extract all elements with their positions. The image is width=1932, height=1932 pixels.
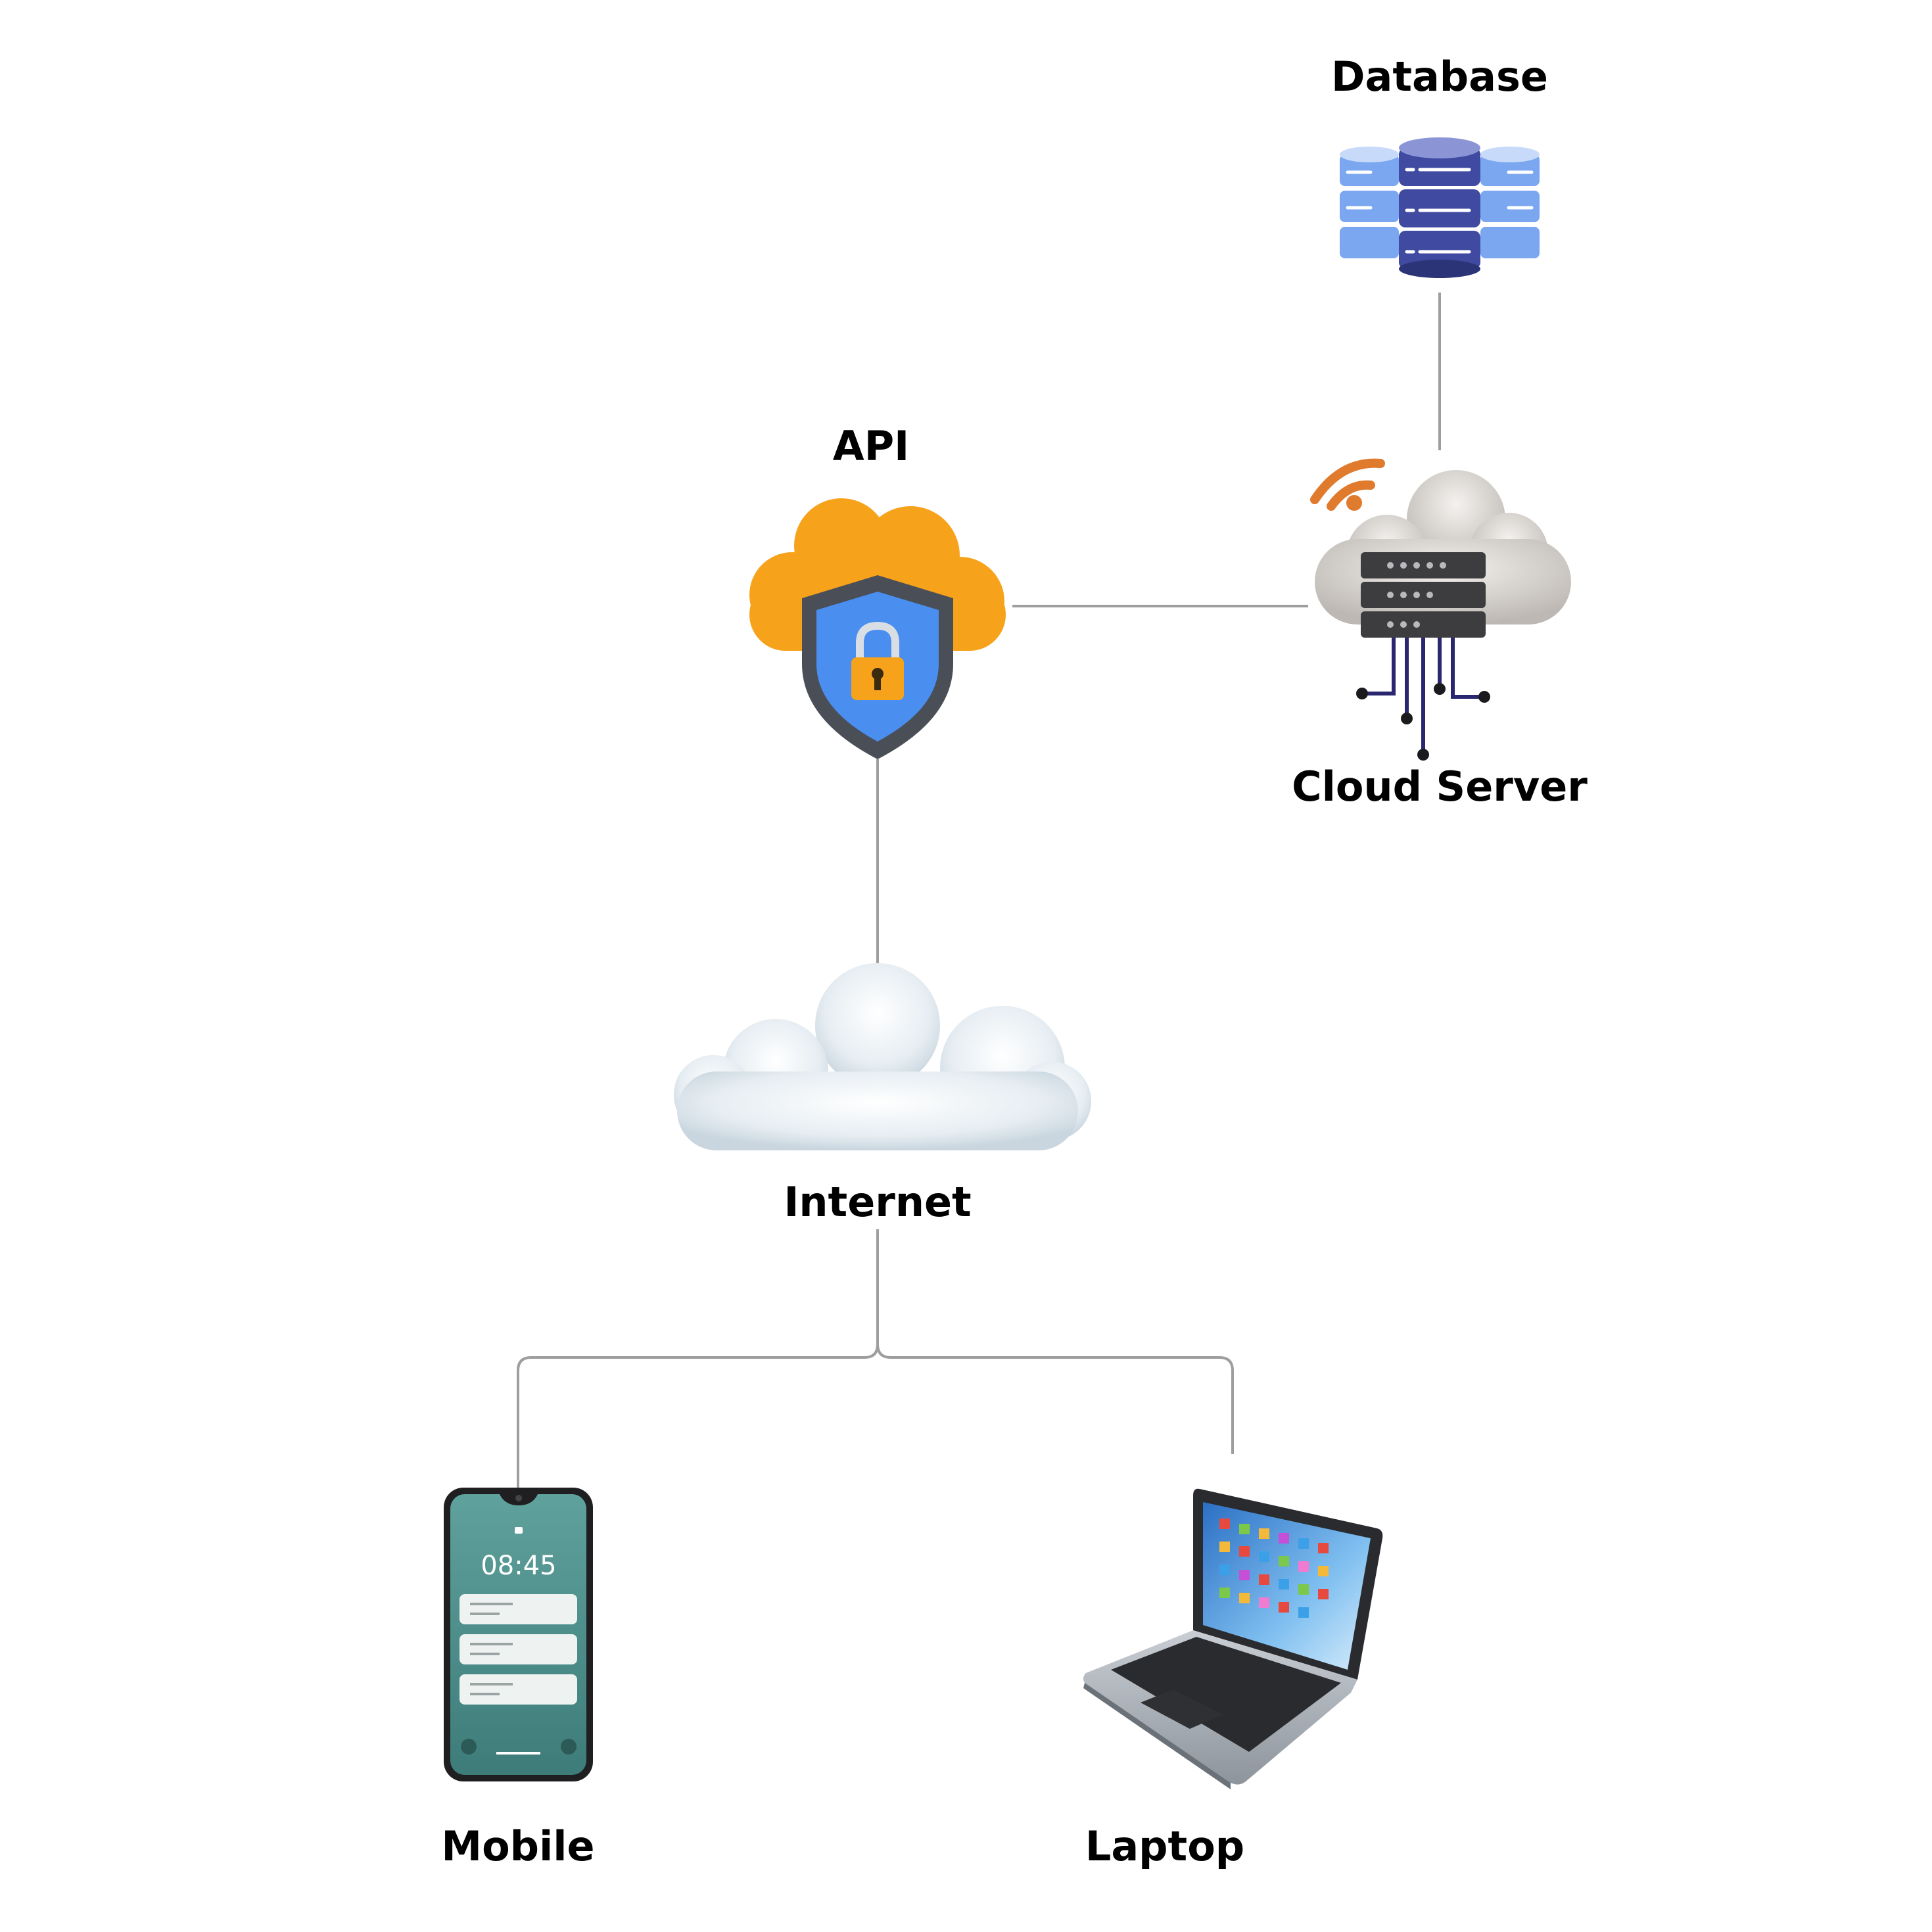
cloud-icon <box>674 963 1091 1150</box>
node-database: Database <box>1331 53 1548 278</box>
edge-internet-mobile <box>517 1229 879 1489</box>
laptop-icon <box>1083 1488 1383 1789</box>
mobile-label: Mobile <box>441 1822 594 1870</box>
cloud-server-label: Cloud Server <box>1292 763 1588 811</box>
node-laptop: Laptop <box>1083 1488 1383 1870</box>
api-label: API <box>833 422 910 470</box>
internet-label: Internet <box>784 1178 971 1226</box>
smartphone-icon: 08:45 <box>444 1488 593 1781</box>
connectors <box>517 293 1441 1489</box>
database-icon <box>1340 137 1540 278</box>
wifi-icon <box>1310 458 1385 511</box>
node-internet: Internet <box>674 963 1091 1226</box>
laptop-label: Laptop <box>1085 1822 1244 1870</box>
node-mobile: 08:45 Mobile <box>441 1488 595 1870</box>
edge-internet-laptop <box>876 1344 1234 1454</box>
node-api: API <box>749 422 1006 759</box>
cloud-shield-lock-icon <box>749 498 1006 759</box>
database-label: Database <box>1331 53 1548 101</box>
cloud-server-icon <box>1310 458 1571 761</box>
mobile-clock: 08:45 <box>481 1551 556 1581</box>
node-cloud-server: Cloud Server <box>1292 458 1588 811</box>
